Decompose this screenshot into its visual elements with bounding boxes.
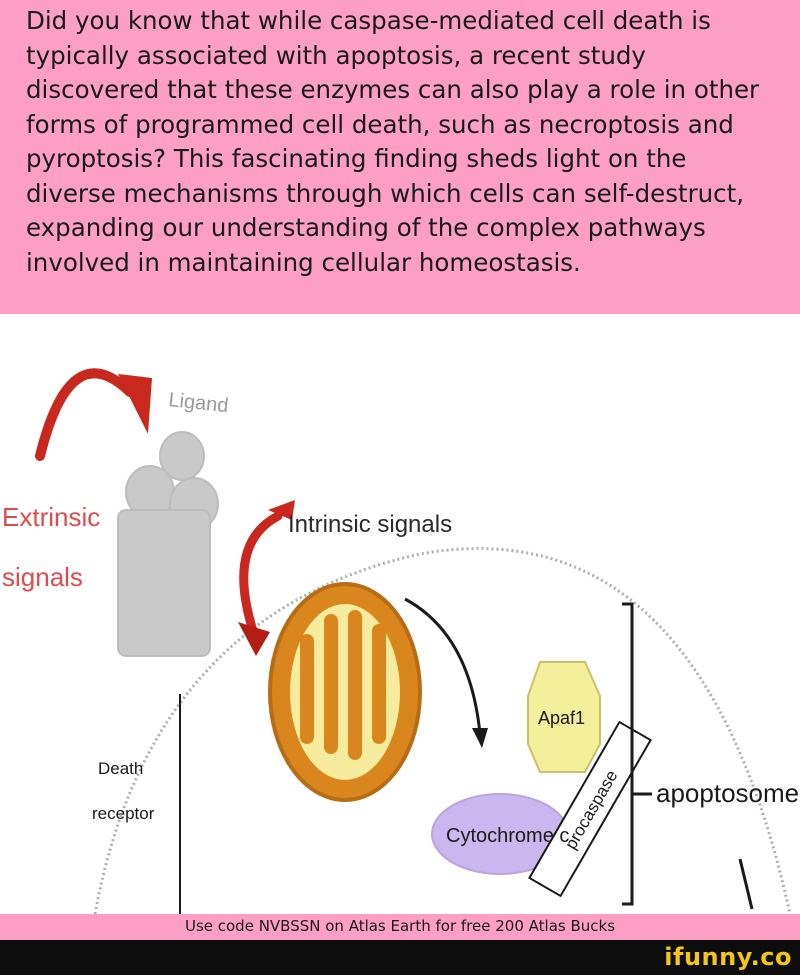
extrinsic-arrowhead [118, 374, 152, 434]
bottom-caption-text: Use code NVBSSN on Atlas Earth for free … [184, 917, 616, 935]
membrane-tick [738, 858, 754, 910]
ligand-label: Ligand [167, 389, 229, 417]
footer-bar: ifunny.co [0, 940, 800, 975]
apoptosis-diagram: Ligand Extrinsic signals Intrinsic signa… [2, 368, 799, 914]
extrinsic-arrow [35, 368, 135, 461]
death-receptor-shape [117, 431, 219, 657]
extrinsic-signals-label-2: signals [2, 562, 83, 592]
intrinsic-arrowhead [238, 622, 270, 656]
cytochrome-release-arrowhead [472, 728, 488, 748]
apoptosome-label: apoptosome [656, 778, 799, 808]
procaspase-shape [528, 720, 652, 898]
intrinsic-arrow [239, 511, 283, 639]
apaf1-label: Apaf1 [538, 708, 585, 728]
cytochrome-c-label: Cytochrome c [446, 825, 569, 847]
ifunny-watermark: ifunny.co [664, 943, 792, 971]
intrinsic-signals-label: Intrinsic signals [288, 511, 452, 538]
extrinsic-signals-label-1: Extrinsic [2, 502, 100, 532]
mitochondrion [268, 582, 422, 802]
top-caption-text: Did you know that while caspase-mediated… [26, 6, 760, 277]
death-receptor-label-1: Death [98, 759, 143, 778]
cytochrome-release-arrow [404, 597, 482, 735]
apaf1-shape [527, 661, 601, 773]
apoptosome-bracket [622, 602, 634, 906]
death-receptor-label-2: receptor [92, 804, 155, 823]
bottom-caption-banner: Use code NVBSSN on Atlas Earth for free … [0, 914, 800, 940]
intrinsic-tail [268, 500, 295, 520]
top-caption-banner: Did you know that while caspase-mediated… [0, 0, 800, 314]
